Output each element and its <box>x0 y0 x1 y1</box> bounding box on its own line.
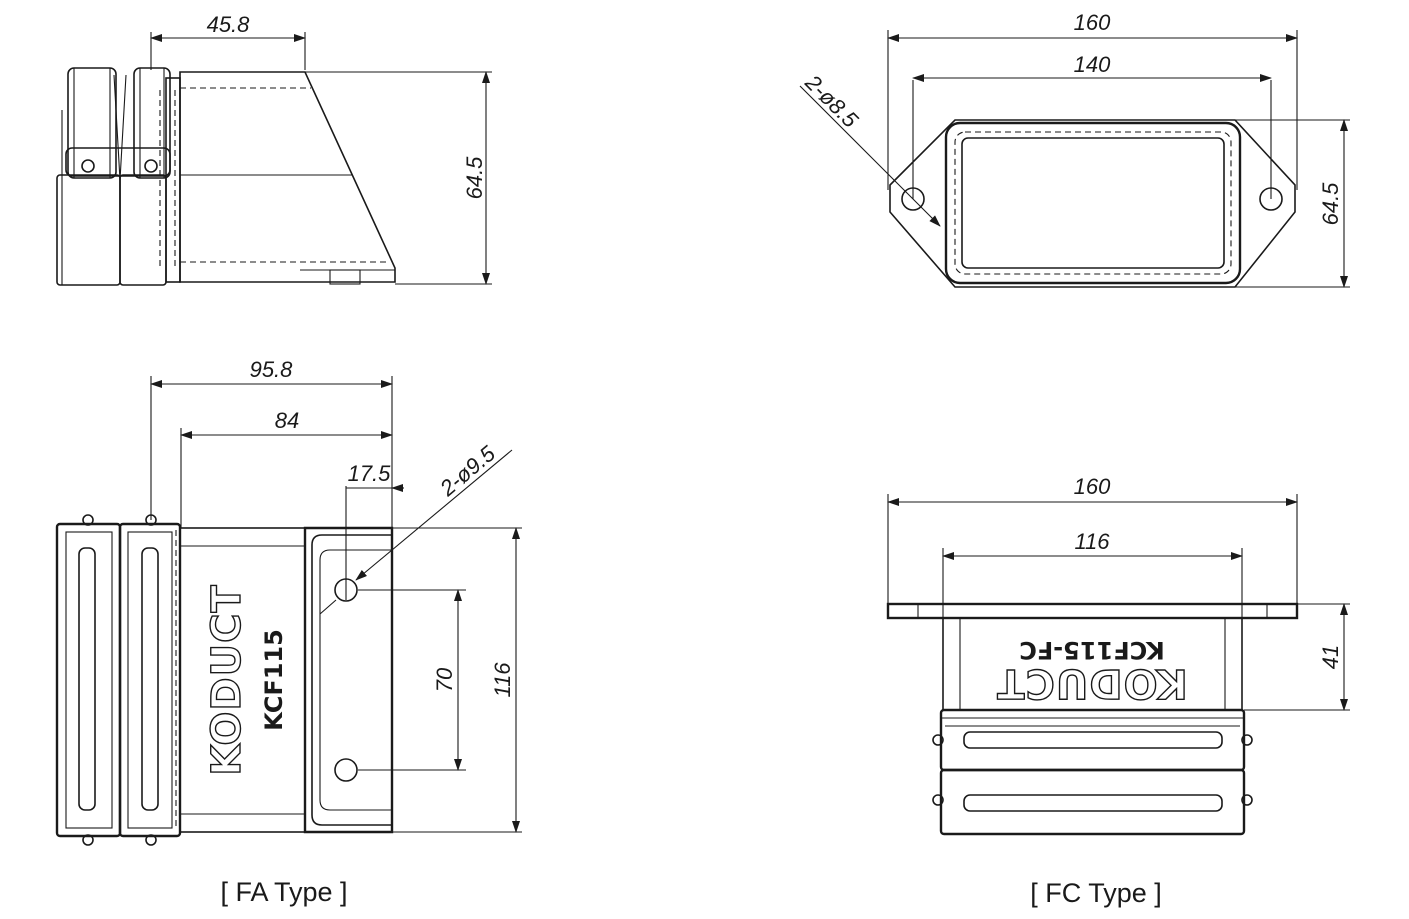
fa-front-dim-height: 116 <box>490 662 515 698</box>
fc-top-dim-outer: 160 <box>1074 10 1111 35</box>
fa-top-dim-width: 45.8 <box>207 12 251 37</box>
fc-front-dim-height: 41 <box>1318 645 1343 669</box>
fc-top-dim-height: 64.5 <box>1318 182 1343 226</box>
fc-top-view: 160 140 2-ø8.5 64.5 <box>799 10 1350 288</box>
fc-front-dim-inner: 116 <box>1074 529 1110 554</box>
fc-front-model: KCF115-FC <box>1019 636 1165 664</box>
fa-front-logo: KODUCT <box>204 584 250 776</box>
fc-front-dim-outer: 160 <box>1074 474 1111 499</box>
fa-type-caption: [ FA Type ] <box>220 877 347 907</box>
fa-top-view: 45.8 64.5 <box>56 12 492 286</box>
fa-front-dim-total: 95.8 <box>250 357 294 382</box>
fa-front-dim-holes: 2-ø9.5 <box>434 440 500 501</box>
fa-front-view: KODUCT KCF115 95.8 84 17.5 2-ø9.5 70 116 <box>55 357 522 846</box>
fc-top-dim-holes: 2-ø8.5 <box>800 69 864 133</box>
fa-front-dim-pitch: 70 <box>432 667 457 692</box>
fa-front-dim-offset: 17.5 <box>348 461 392 486</box>
fc-front-view: KCF115-FC KODUCT 160 116 41 <box>886 474 1350 836</box>
fa-front-model: KCF115 <box>260 629 288 731</box>
fa-top-dim-height: 64.5 <box>462 156 487 200</box>
fc-top-dim-pitch: 140 <box>1074 52 1111 77</box>
fa-front-dim-84: 84 <box>275 408 299 433</box>
fc-front-logo: KODUCT <box>996 660 1188 706</box>
fc-type-caption: [ FC Type ] <box>1030 878 1162 908</box>
